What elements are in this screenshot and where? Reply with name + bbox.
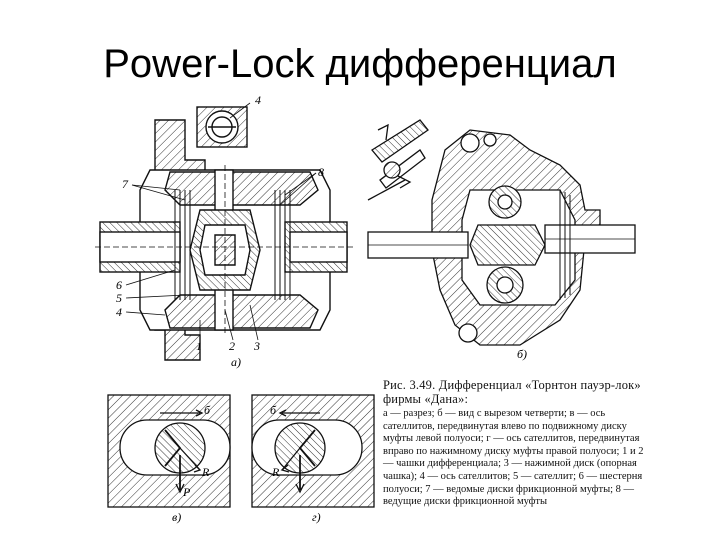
label-a-3: 3 [253, 339, 260, 353]
label-g-r: R [271, 465, 280, 479]
label-v-b: б [204, 403, 211, 417]
section-view-a [95, 106, 355, 361]
view-label-a: а) [231, 355, 241, 369]
view-label-v: в) [172, 510, 181, 524]
label-a-2: 2 [229, 339, 235, 353]
detail-view-g [251, 394, 375, 508]
cutaway-view-b [367, 119, 636, 346]
view-label-b: б) [517, 347, 527, 361]
inset-axle-detail [367, 119, 429, 201]
figure-caption: Рис. 3.49. Дифференциал «Торнтон пауэр-л… [383, 378, 655, 509]
caption-text: а — разрез; б — вид с вырезом четверти; … [383, 408, 644, 508]
label-a-4: 4 [116, 305, 122, 319]
label-g-b: б [270, 403, 277, 417]
label-v-p: P [182, 485, 191, 499]
slide-title: Power-Lock дифференциал [103, 42, 617, 86]
axle-detail-top [196, 106, 248, 148]
view-label-g: г) [312, 510, 321, 524]
label-v-r: R [201, 465, 210, 479]
leader-lines-a [125, 102, 317, 341]
caption-heading: Рис. 3.49. Дифференциал «Торнтон пауэр-л… [383, 378, 641, 406]
detail-view-v [107, 394, 231, 508]
label-a-7: 7 [122, 177, 129, 191]
label-a-6: 6 [116, 278, 122, 292]
label-a-8: 8 [318, 165, 324, 179]
label-a-1: 1 [196, 339, 202, 353]
label-a-5: 5 [116, 291, 122, 305]
label-a-4-top: 4 [255, 93, 261, 107]
